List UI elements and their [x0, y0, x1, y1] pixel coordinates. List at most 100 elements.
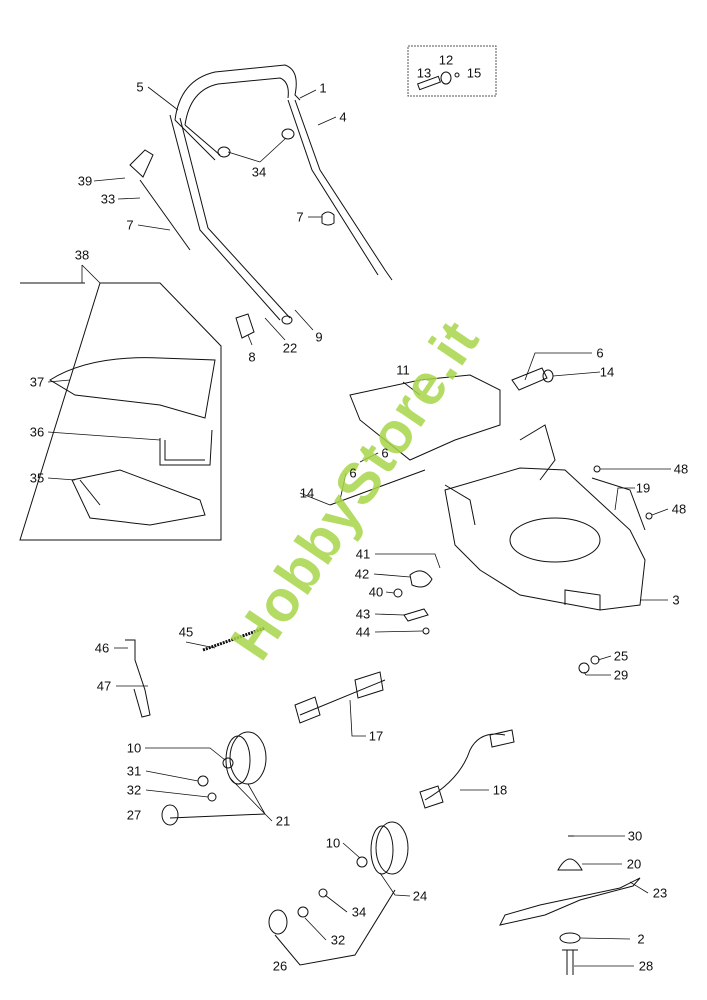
bag-bottom-35 — [71, 469, 206, 526]
part-label: 24 — [412, 888, 428, 904]
bolt-28 — [562, 949, 578, 975]
part-label: 14 — [599, 364, 615, 380]
leader-26 — [274, 889, 396, 966]
spring-45 — [202, 626, 266, 652]
lower-handle — [169, 114, 293, 325]
part-label: 6 — [596, 345, 604, 361]
bag-top-37 — [49, 357, 216, 419]
part-label: 19 — [635, 480, 651, 496]
blade-23 — [499, 877, 641, 926]
mower-deck-3 — [444, 424, 646, 611]
part-label: 40 — [368, 584, 384, 600]
grass-bag-box — [19, 282, 222, 541]
part-label: 26 — [272, 958, 288, 974]
washer-12 — [440, 71, 452, 85]
part-label: 8 — [248, 349, 256, 365]
washer-14 — [542, 369, 554, 383]
lever-46-47 — [125, 639, 151, 718]
knob-34b — [281, 128, 295, 140]
hubcap-27 — [161, 804, 179, 826]
front-wheel-21 — [222, 731, 267, 785]
part-label: 28 — [638, 958, 654, 974]
nut-32b — [297, 906, 309, 918]
part-label: 6 — [349, 465, 357, 481]
bag-frame-36 — [159, 429, 213, 466]
hardware-kit-box — [407, 45, 497, 97]
nut-25 — [590, 655, 600, 665]
part-label: 18 — [492, 782, 508, 798]
part-label: 43 — [355, 606, 371, 622]
part-label: 36 — [29, 424, 45, 440]
part-label: 14 — [299, 485, 315, 501]
nut-32 — [207, 792, 217, 802]
part-label: 21 — [275, 813, 291, 829]
part-label: 4 — [339, 109, 347, 125]
part-label: 29 — [613, 667, 629, 683]
upper-handle — [174, 64, 393, 281]
part-label: 11 — [396, 362, 410, 378]
part-label: 15 — [466, 65, 482, 81]
nut-34 — [318, 888, 328, 898]
part-label: 9 — [315, 329, 323, 345]
part-label: 7 — [296, 209, 304, 225]
washer-2 — [559, 932, 581, 944]
leader-lines — [47, 86, 671, 967]
leader-27 — [169, 813, 266, 819]
bush-29 — [578, 662, 590, 674]
part-label: 46 — [94, 640, 110, 656]
part-label: 32 — [330, 932, 346, 948]
part-label: 35 — [29, 470, 45, 486]
part-label: 37 — [29, 374, 45, 390]
knob-34a — [217, 146, 231, 158]
plate-43 — [403, 608, 429, 622]
part-label: 33 — [100, 191, 116, 207]
part-label: 48 — [673, 461, 689, 477]
part-label: 1 — [319, 80, 327, 96]
screw-44 — [422, 627, 430, 635]
part-label: 44 — [355, 624, 371, 640]
part-label: 20 — [626, 856, 642, 872]
adapter-20 — [557, 858, 583, 871]
hubcap-26 — [268, 909, 288, 935]
part-label: 27 — [126, 807, 142, 823]
part-label: 41 — [355, 546, 371, 562]
part-label: 10 — [325, 835, 341, 851]
part-label: 42 — [354, 566, 370, 582]
part-label: 32 — [126, 782, 142, 798]
rear-wheel-24 — [356, 821, 409, 875]
washer-31 — [197, 775, 209, 787]
part-label: 31 — [126, 763, 142, 779]
part-label: 30 — [627, 828, 643, 844]
nut-40 — [393, 588, 403, 598]
part-label: 7 — [126, 217, 134, 233]
part-label: 17 — [368, 728, 384, 744]
part-label: 5 — [136, 79, 144, 95]
part-label: 23 — [652, 885, 668, 901]
spring-6 — [511, 367, 548, 391]
lever-33 — [129, 149, 191, 251]
part-label: 25 — [613, 648, 629, 664]
part-label: 34 — [251, 164, 267, 180]
cam-42 — [409, 570, 433, 588]
part-label: 6 — [381, 445, 389, 461]
rear-axle-18 — [419, 729, 515, 809]
part-label: 10 — [126, 740, 142, 756]
part-label: 2 — [637, 931, 645, 947]
part-label: 39 — [77, 173, 93, 189]
bolt-13 — [416, 75, 442, 91]
part-label: 38 — [74, 247, 90, 263]
handle-bar-19 — [591, 477, 646, 531]
part-label: 13 — [416, 65, 432, 81]
part-label: 47 — [96, 678, 112, 694]
part-label: 3 — [672, 592, 680, 608]
rod-6 — [329, 469, 426, 506]
part-label: 48 — [671, 501, 687, 517]
front-axle-17 — [294, 671, 386, 724]
bracket-8 — [235, 313, 255, 339]
part-label: 34 — [351, 904, 367, 920]
clip-7 — [321, 211, 335, 226]
part-label: 22 — [282, 340, 298, 356]
nut-15 — [454, 72, 460, 78]
